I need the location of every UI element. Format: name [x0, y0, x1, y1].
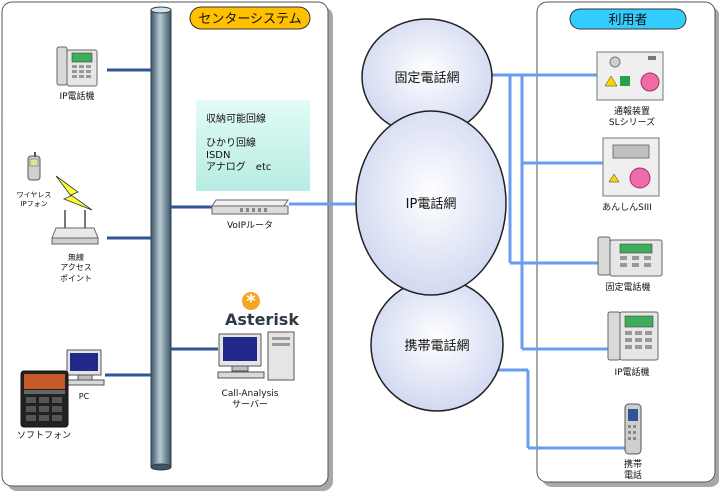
line-type-item: ISDN	[206, 150, 230, 161]
asterisk-logo-text: Asterisk	[225, 310, 299, 329]
alarm-device-sl-icon	[596, 51, 664, 101]
ip-network-label: IP電話網	[406, 196, 457, 212]
access-point-label: ポイント	[60, 274, 92, 283]
line-types-heading: 収納可能回線	[206, 112, 266, 125]
mobile-phone-label: 電話	[624, 469, 642, 481]
fixed-network-label: 固定電話網	[394, 70, 459, 86]
center-system-title-text: センターシステム	[198, 12, 301, 27]
fixed-phone-icon	[597, 236, 663, 277]
fixed-phone-label: 固定電話機	[605, 281, 650, 293]
mobile-phone-icon	[624, 403, 642, 455]
wireless-ip-phone-label: IPフォン	[20, 200, 47, 208]
softphone-icon	[20, 370, 69, 428]
user-title-text: 利用者	[608, 13, 647, 28]
pc-icon	[65, 349, 105, 386]
voip-router-icon	[211, 199, 289, 215]
ip-phone-network: IP電話網	[355, 110, 507, 296]
user-title: 利用者	[569, 8, 687, 30]
voip-router-label: VoIPルータ	[227, 220, 273, 231]
backbone-pipe	[150, 6, 172, 471]
server-label: Call-Analysis	[222, 389, 279, 399]
line-type-item: ひかり回線	[206, 136, 256, 149]
mobile-phone-network: 携帯電話網	[370, 278, 504, 412]
asterisk-logo: * Asterisk	[225, 291, 299, 329]
server-label: サーバー	[232, 399, 268, 410]
network-links	[289, 73, 625, 450]
wireless-ip-phone-label: ワイヤレス	[17, 191, 52, 199]
ip-phone-icon	[56, 46, 98, 87]
mobile-network-label: 携帯電話網	[404, 338, 469, 354]
svg-text:*: *	[246, 291, 256, 312]
access-point-icon	[51, 210, 99, 245]
line-type-item: アナログ etc	[206, 160, 271, 173]
center-system-title: センターシステム	[189, 6, 311, 30]
pc-label: PC	[79, 392, 90, 401]
ip-phone-label: IP電話機	[59, 90, 94, 102]
user-ip-phone-icon	[607, 311, 659, 361]
center-links	[105, 68, 218, 377]
anshin-device-icon	[602, 137, 660, 197]
softphone-label: ソフトフォン	[17, 431, 71, 441]
alarm-device-sl-label: SLシリーズ	[609, 116, 655, 128]
wireless-ip-phone-icon	[27, 152, 41, 181]
mobile-phone-label: 携帯	[624, 458, 642, 470]
access-point-label: アクセス	[60, 263, 92, 272]
access-point-label: 無線	[68, 252, 84, 262]
line-types-box: 収納可能回線 ひかり回線 ISDN アナログ etc	[196, 100, 310, 191]
call-analysis-server-icon	[217, 331, 295, 381]
user-ip-phone-label: IP電話機	[614, 366, 649, 378]
fixed-phone-network: 固定電話網	[361, 18, 493, 136]
wireless-signal-icon	[55, 175, 93, 211]
anshin-device-label: あんしんSIII	[602, 202, 652, 213]
alarm-device-sl-label: 通報装置	[614, 105, 650, 117]
